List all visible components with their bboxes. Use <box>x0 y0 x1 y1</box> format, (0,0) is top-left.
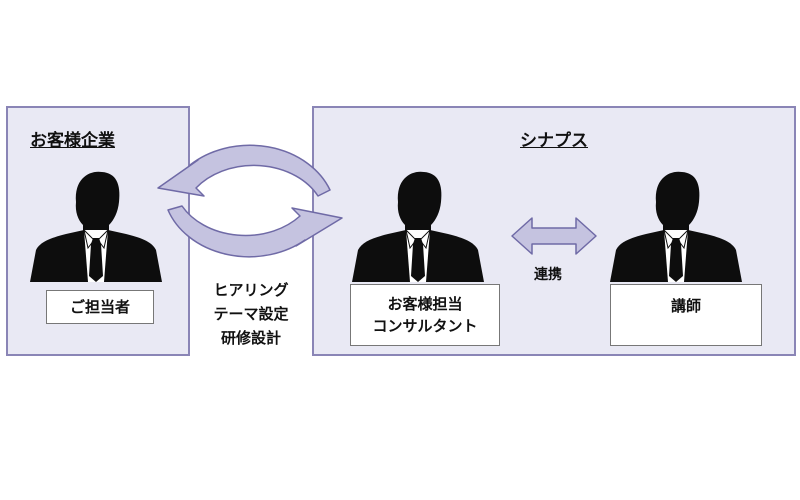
arc-arrow-bottom-icon <box>167 205 343 258</box>
client-contact-label: ご担当者 <box>46 290 154 324</box>
synapse-panel-title: シナプス <box>520 131 588 151</box>
client-person-silhouette <box>29 171 163 283</box>
consultant-label: お客様担当 コンサルタント <box>350 284 500 346</box>
cycle-process-text: ヒアリング テーマ設定 研修設計 <box>213 281 289 347</box>
arc-arrow-top-icon <box>157 144 331 197</box>
consultant-person-silhouette <box>351 171 485 283</box>
instructor-person-silhouette <box>609 171 743 283</box>
client-panel-title: お客様企業 <box>30 131 115 151</box>
collaboration-label: 連携 <box>534 267 562 283</box>
instructor-label: 講師 <box>610 284 762 346</box>
